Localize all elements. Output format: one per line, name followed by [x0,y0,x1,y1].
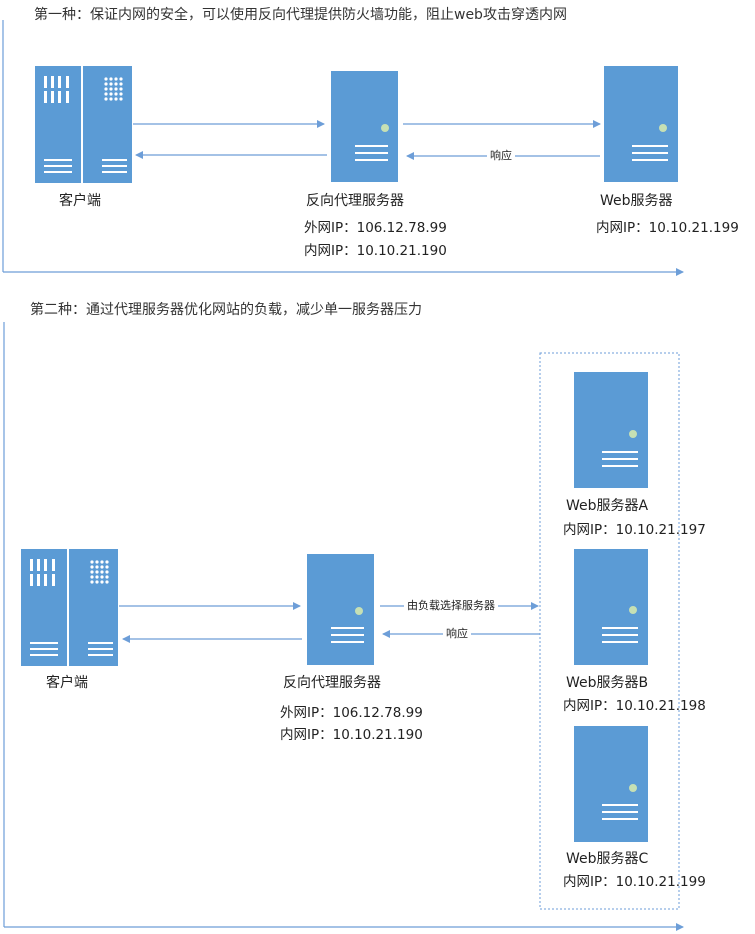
server-pool-box [539,352,680,910]
section2-axis [3,322,684,931]
section1-response-label: 响应 [487,150,515,161]
section1-client-icon [35,66,132,183]
section2-proxy-server-icon [307,554,374,665]
section1-arrows [133,120,601,160]
section1-proxy-int-ip: 内网IP：10.10.21.190 [304,243,447,259]
section1-client-label: 客户端 [59,193,101,209]
section2-client-label: 客户端 [46,675,88,691]
section1-proxy-label: 反向代理服务器 [306,193,404,209]
web-server-b-ip: 内网IP：10.10.21.198 [563,698,706,714]
section1-web-server-icon [604,66,678,182]
section2-response-label: 响应 [443,628,471,639]
web-server-c-icon [574,726,648,842]
section2-client-icon [21,549,118,666]
web-server-a-icon [574,372,648,488]
section1-axis [2,20,684,276]
section1-proxy-server-icon [331,71,398,182]
section1-web-ip: 内网IP：10.10.21.199 [596,220,739,236]
section1-web-label: Web服务器 [600,193,673,209]
section2-proxy-ext-ip: 外网IP：106.12.78.99 [280,705,423,721]
section1-proxy-ext-ip: 外网IP：106.12.78.99 [304,220,447,236]
web-server-a-ip: 内网IP：10.10.21.197 [563,522,706,538]
section2-proxy-int-ip: 内网IP：10.10.21.190 [280,727,423,743]
web-server-b-icon [574,549,648,665]
section2-title: 第二种：通过代理服务器优化网站的负载，减少单一服务器压力 [30,302,422,318]
web-server-a-label: Web服务器A [566,498,649,514]
web-server-c-label: Web服务器C [566,851,649,867]
section1-title: 第一种：保证内网的安全，可以使用反向代理提供防火墙功能，阻止web攻击穿透内网 [34,7,567,23]
section2-load-label: 由负载选择服务器 [404,600,498,611]
section2-proxy-label: 反向代理服务器 [283,675,381,691]
web-server-b-label: Web服务器B [566,675,649,691]
web-server-c-ip: 内网IP：10.10.21.199 [563,874,706,890]
